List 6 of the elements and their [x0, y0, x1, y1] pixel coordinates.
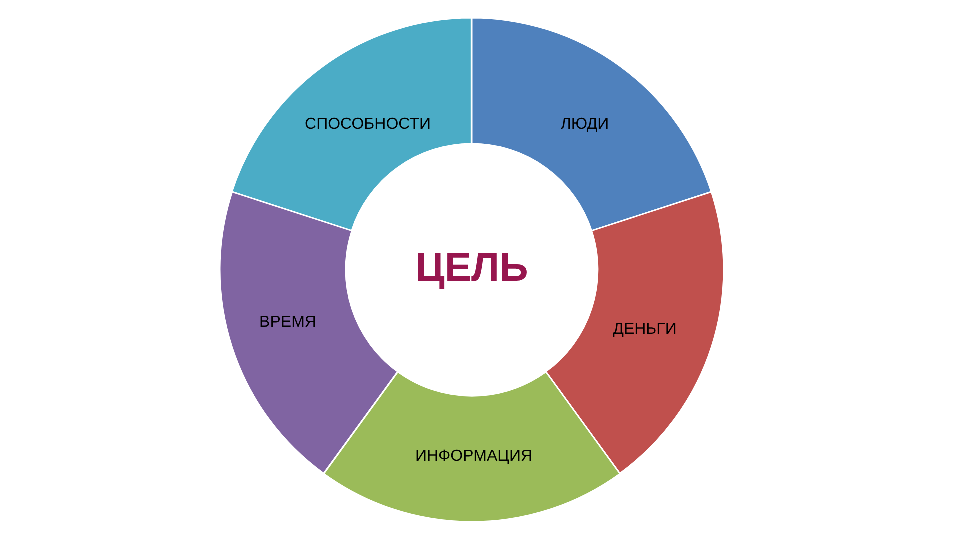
goal-label: ЦЕЛЬ	[416, 245, 528, 292]
segment-label: СПОСОБНОСТИ	[305, 115, 431, 135]
segment-label: ЛЮДИ	[560, 115, 610, 135]
segment-label: ДЕНЬГИ	[613, 320, 677, 340]
segment-label: ВРЕМЯ	[260, 312, 316, 333]
segment-label: ИНФОРМАЦИЯ	[415, 446, 532, 467]
